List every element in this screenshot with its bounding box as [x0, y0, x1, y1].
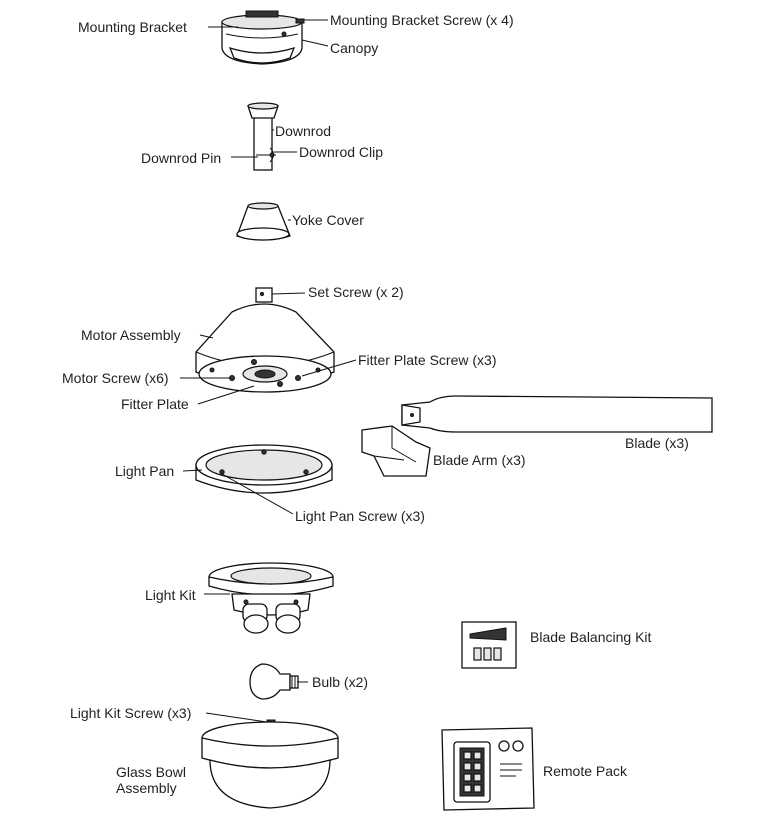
label-glass-bowl-assembly: Glass Bowl Assembly: [116, 764, 187, 796]
label-blade: Blade (x3): [625, 435, 689, 451]
label-fitter-plate-screw: Fitter Plate Screw (x3): [358, 352, 497, 368]
label-downrod-clip: Downrod Clip: [299, 144, 384, 160]
light-pan-icon: [195, 444, 333, 494]
label-light-kit-screw: Light Kit Screw (x3): [70, 705, 192, 721]
label-downrod-pin: Downrod Pin: [141, 150, 222, 166]
label-light-pan: Light Pan: [115, 463, 175, 479]
yoke-cover-icon: [236, 202, 291, 241]
glass-bowl-icon: [201, 719, 339, 809]
label-bulb: Bulb (x2): [312, 674, 369, 690]
light-kit-icon: [208, 562, 334, 634]
label-mounting-bracket: Mounting Bracket: [78, 19, 187, 35]
label-mounting-bracket-screw: Mounting Bracket Screw (x 4): [330, 12, 514, 28]
label-light-pan-screw: Light Pan Screw (x3): [295, 508, 425, 524]
label-fitter-plate: Fitter Plate: [121, 396, 189, 412]
blade-icon: [401, 395, 713, 433]
bulb-icon: [249, 663, 299, 700]
label-motor-assembly: Motor Assembly: [81, 327, 181, 343]
motor-assembly-icon: [195, 287, 335, 393]
label-blade-arm: Blade Arm (x3): [433, 452, 526, 468]
balancing-kit-icon: [461, 621, 517, 669]
label-yoke-cover: Yoke Cover: [292, 212, 364, 228]
label-blade-balancing-kit: Blade Balancing Kit: [530, 629, 652, 645]
blade-arm-icon: [361, 425, 431, 477]
label-downrod: Downrod: [275, 123, 332, 139]
label-set-screw: Set Screw (x 2): [308, 284, 404, 300]
label-light-kit: Light Kit: [145, 587, 196, 603]
remote-pack-icon: [441, 727, 535, 811]
label-motor-screw: Motor Screw (x6): [62, 370, 169, 386]
downrod-icon: [247, 102, 279, 171]
label-remote-pack: Remote Pack: [543, 763, 628, 779]
leader-lines: [180, 19, 357, 723]
canopy-icon: [221, 10, 305, 65]
label-canopy: Canopy: [330, 40, 379, 56]
